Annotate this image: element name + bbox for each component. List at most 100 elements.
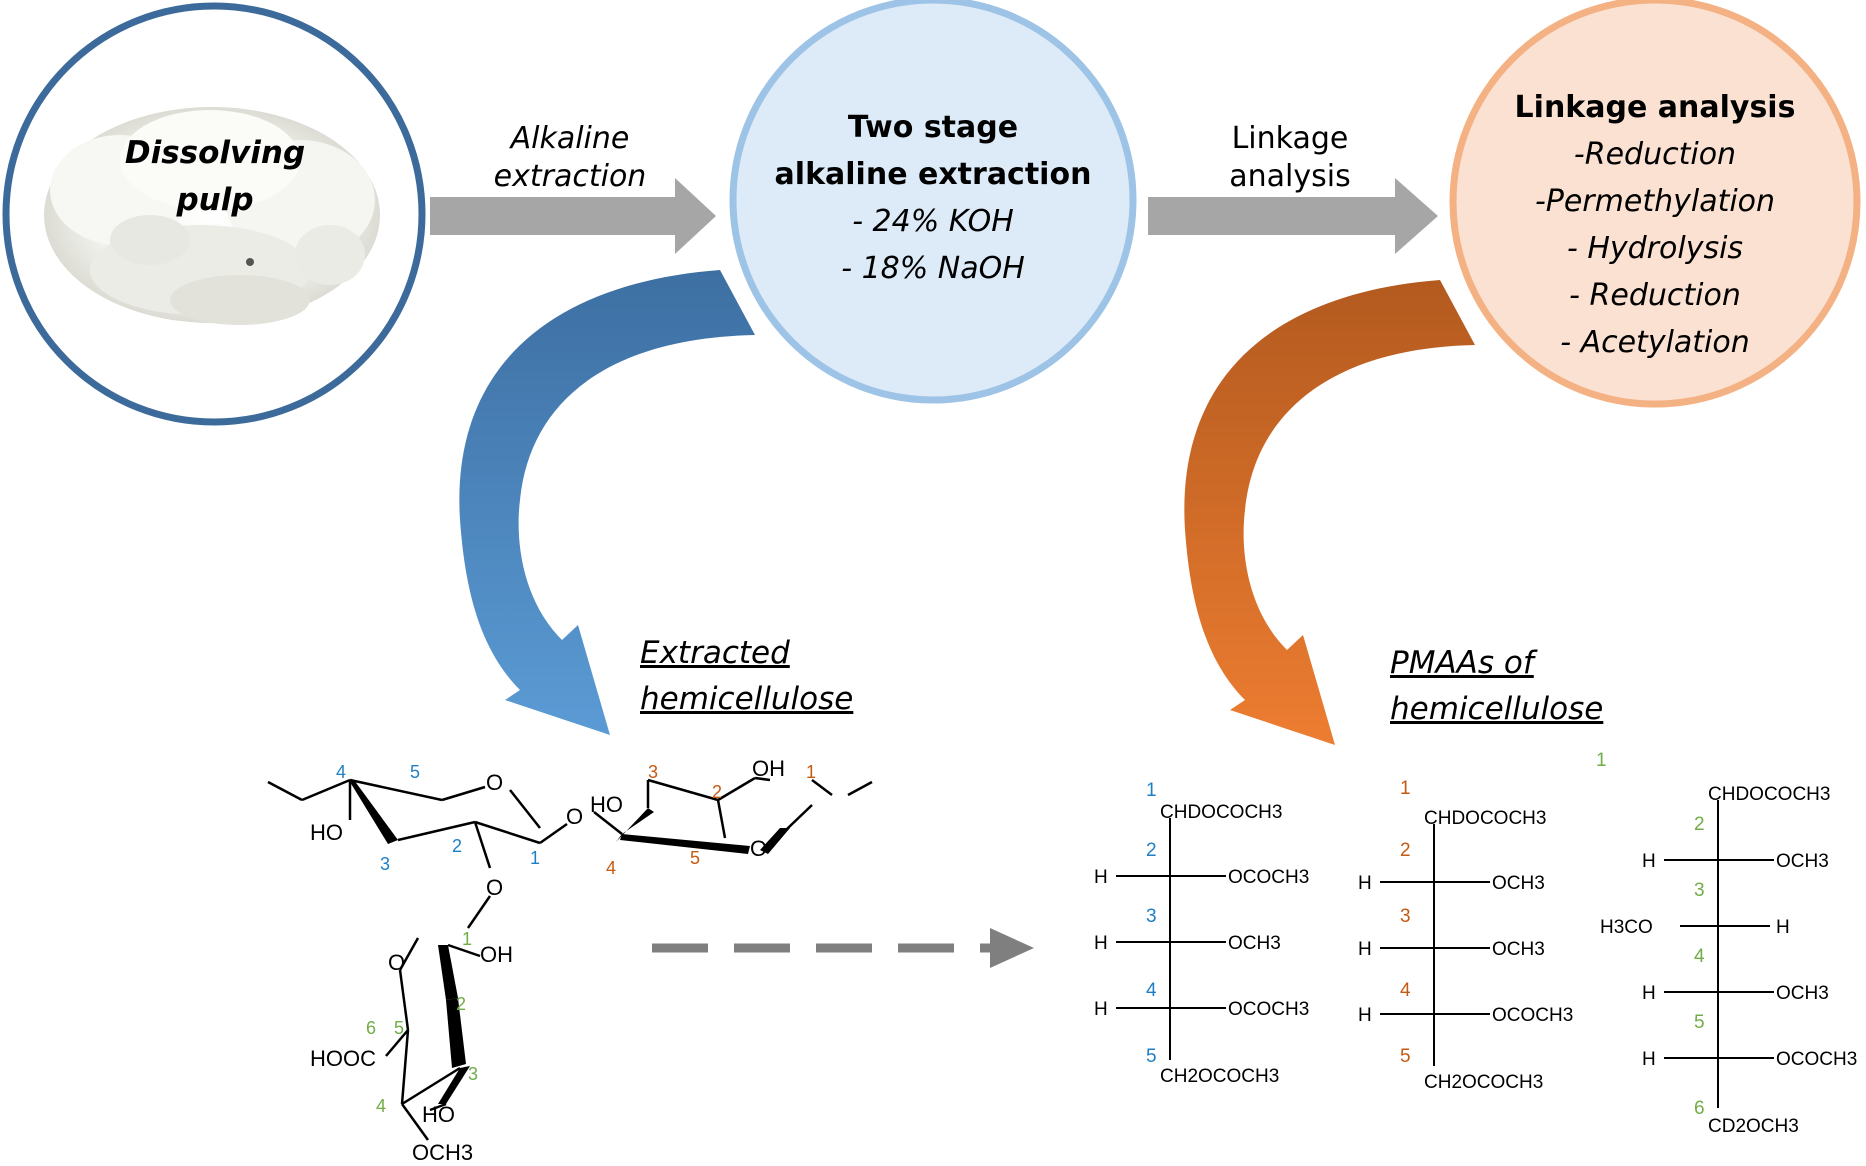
stage-item-koh: - 24% KOH (852, 204, 1014, 239)
svg-text:2: 2 (1400, 840, 1411, 861)
svg-text:H: H (1094, 999, 1108, 1020)
linkage-step-2: -Permethylation (1534, 184, 1776, 219)
svg-text:2: 2 (456, 994, 466, 1014)
svg-text:3: 3 (1694, 880, 1705, 901)
linkage-step-1: -Reduction (1573, 137, 1737, 172)
svg-text:H: H (1358, 939, 1372, 960)
pmaa1-numbers: 1 2 3 4 5 (1146, 780, 1157, 1067)
stage-item-naoh: - 18% NaOH (841, 251, 1025, 286)
extracted-hemicellulose-label: Extracted hemicellulose (640, 635, 854, 717)
stage-circle (729, 0, 1137, 404)
ring1-numbers: 4 5 3 2 1 (336, 762, 540, 874)
linkage-title: Linkage analysis (1514, 90, 1796, 125)
ring3-numbers: 1 2 6 5 3 4 (366, 929, 478, 1116)
svg-text:2: 2 (452, 836, 462, 856)
svg-text:4: 4 (606, 858, 616, 878)
svg-text:5: 5 (1400, 1046, 1411, 1067)
curved-arrow-orange (1184, 280, 1475, 745)
linkage-step-3: - Hydrolysis (1566, 231, 1744, 266)
linkage-circle (1449, 0, 1861, 408)
linkage-text: Linkage analysis -Reduction -Permethylat… (1473, 84, 1837, 366)
svg-text:H: H (1094, 933, 1108, 954)
ring2-numbers: 3 2 1 4 5 (606, 762, 816, 878)
atom-o-ring2: O (750, 836, 767, 861)
svg-text:1: 1 (806, 762, 816, 782)
svg-text:1: 1 (1596, 750, 1607, 771)
svg-text:H: H (1094, 867, 1108, 888)
atom-och3-ring3: OCH3 (412, 1140, 473, 1165)
dashed-arrow (652, 928, 1034, 968)
svg-text:4: 4 (336, 762, 346, 782)
svg-text:5: 5 (410, 762, 420, 782)
svg-text:3: 3 (648, 762, 658, 782)
pmaa2-text: CHDOCOCH3 H OCH3 H OCH3 H OCOCH3 CH2OCOC… (1358, 808, 1573, 1093)
svg-text:5: 5 (1694, 1012, 1705, 1033)
stage-title-line2: alkaline extraction (774, 157, 1092, 192)
svg-text:3: 3 (380, 854, 390, 874)
pmaa2-numbers: 1 2 3 4 5 (1400, 778, 1411, 1067)
pmaa2-structure (1380, 824, 1490, 1066)
arrow-linkage-analysis (1148, 178, 1438, 254)
svg-text:6: 6 (366, 1018, 376, 1038)
atom-o-bottom-link: O (486, 875, 503, 900)
svg-text:OCH3: OCH3 (1492, 873, 1545, 894)
atom-o-left: O (486, 770, 503, 795)
pulp-label-line1: Dissolving (124, 135, 306, 171)
svg-text:OCOCH3: OCOCH3 (1228, 999, 1309, 1020)
svg-text:CHDOCOCH3: CHDOCOCH3 (1424, 808, 1546, 829)
svg-text:1: 1 (462, 929, 472, 949)
atom-ho-ring2: HO (590, 792, 623, 817)
hemicellulose-wedges (350, 780, 790, 1104)
svg-text:H: H (1642, 851, 1656, 872)
svg-text:OCOCH3: OCOCH3 (1776, 1049, 1857, 1070)
pmaa3-structure (1664, 800, 1774, 1108)
svg-text:2: 2 (1694, 814, 1705, 835)
atom-o-glyco: O (566, 804, 583, 829)
pulp-label-line2: pulp (176, 182, 254, 218)
pmaa1-structure (1116, 818, 1226, 1060)
svg-text:6: 6 (1694, 1098, 1705, 1119)
stage-title-line1: Two stage (847, 110, 1019, 145)
svg-text:CD2OCH3: CD2OCH3 (1708, 1116, 1799, 1137)
svg-text:5: 5 (394, 1018, 404, 1038)
svg-text:1: 1 (1400, 778, 1411, 799)
atom-hooc: HOOC (310, 1046, 376, 1071)
svg-text:4: 4 (1694, 946, 1705, 967)
svg-text:OCH3: OCH3 (1776, 983, 1829, 1004)
atom-o-ring3: O (388, 950, 405, 975)
svg-text:OCH3: OCH3 (1228, 933, 1281, 954)
linkage-step-5: - Acetylation (1560, 325, 1750, 360)
pmaa1-text: CHDOCOCH3 H OCOCH3 H OCH3 H OCOCH3 CH2OC… (1094, 802, 1309, 1087)
atom-ho-ring3: HO (422, 1102, 455, 1127)
svg-text:H: H (1358, 1005, 1372, 1026)
alkaline-extraction-label: Alkaline extraction (493, 121, 647, 194)
svg-text:OCOCH3: OCOCH3 (1492, 1005, 1573, 1026)
svg-text:3: 3 (1400, 906, 1411, 927)
svg-text:4: 4 (1146, 980, 1157, 1001)
svg-text:4: 4 (376, 1096, 386, 1116)
atom-oh-ring2: OH (752, 756, 785, 781)
svg-text:CH2OCOCH3: CH2OCOCH3 (1160, 1066, 1279, 1087)
linkage-step-4: - Reduction (1569, 278, 1741, 313)
atom-ho-ring1: HO (310, 820, 343, 845)
pulp-image (44, 107, 380, 325)
svg-text:3: 3 (1146, 906, 1157, 927)
atom-oh-ring3: OH (480, 942, 513, 967)
svg-text:2: 2 (712, 782, 722, 802)
hemicellulose-atoms: O HO O O HO OH O O O OH HOOC HO OCH3 (310, 756, 785, 1165)
svg-text:OCOCH3: OCOCH3 (1228, 867, 1309, 888)
svg-text:1: 1 (530, 848, 540, 868)
arrow-alkaline-extraction (430, 178, 716, 254)
svg-text:H: H (1642, 983, 1656, 1004)
pmaa3-text: CHDOCOCH3 H OCH3 H3CO H H OCH3 H OCOCH3 … (1600, 784, 1857, 1137)
linkage-analysis-label: Linkage analysis (1229, 121, 1351, 194)
pmaas-label: PMAAs of hemicellulose (1390, 645, 1604, 727)
hemicellulose-structure (267, 776, 873, 1141)
svg-text:H: H (1642, 1049, 1656, 1070)
stage-text: Two stage alkaline extraction - 24% KOH … (733, 104, 1133, 292)
svg-text:3: 3 (468, 1064, 478, 1084)
svg-text:CHDOCOCH3: CHDOCOCH3 (1160, 802, 1282, 823)
svg-text:OCH3: OCH3 (1776, 851, 1829, 872)
svg-text:CH2OCOCH3: CH2OCOCH3 (1424, 1072, 1543, 1093)
